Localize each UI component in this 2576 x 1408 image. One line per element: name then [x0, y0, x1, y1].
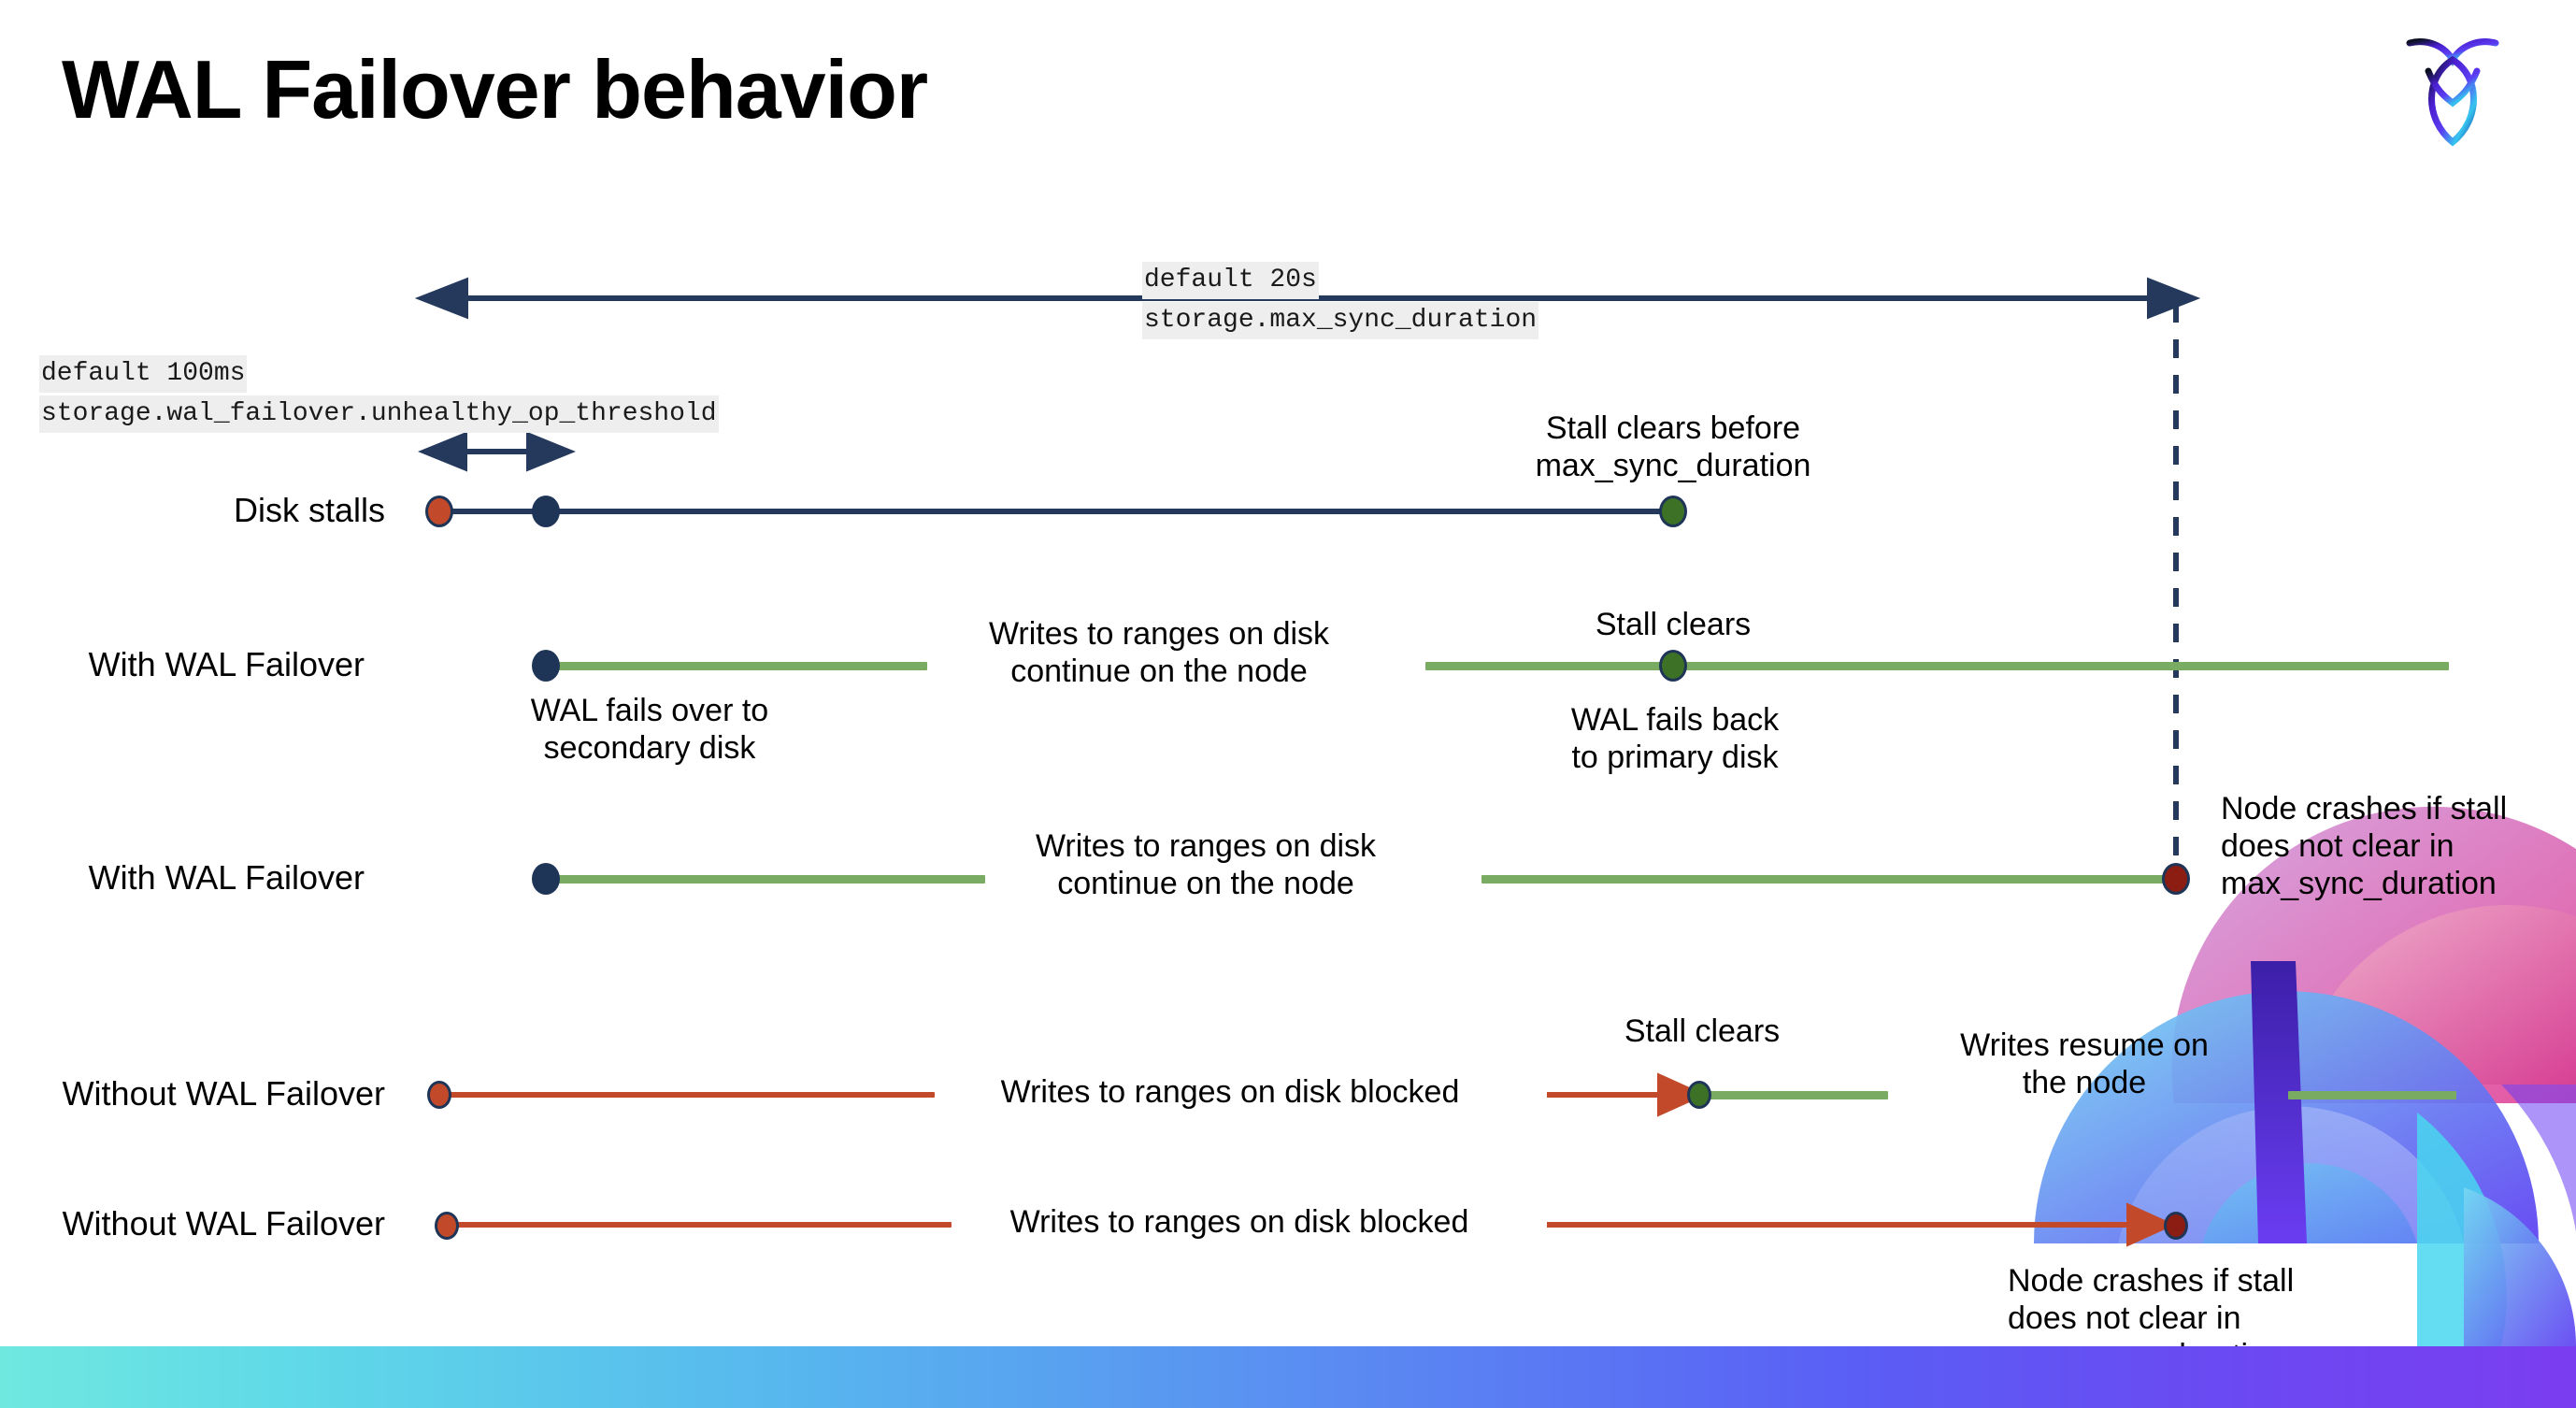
note-writes-blocked-row4: Writes to ranges on disk blocked [1000, 1074, 1460, 1110]
with-wal-failover-1-segment-right [1425, 662, 2449, 670]
disk-stalls-threshold-dot [532, 496, 560, 527]
note-wal-fails-back: WAL fails back to primary disk [1570, 702, 1780, 776]
note-writes-continue-row2: Writes to ranges on disk continue on the… [1035, 828, 1377, 902]
note-stall-clears-row1: Stall clears [1595, 607, 1752, 642]
note-writes-resume-row4: Writes resume on the node [1960, 1027, 2209, 1101]
unhealthy-op-threshold-setting-label: storage.wal_failover.unhealthy_op_thresh… [39, 395, 719, 433]
unhealthy-op-threshold-default-label: default 100ms [39, 355, 248, 393]
note-writes-continue-row1: Writes to ranges on disk continue on the… [988, 616, 1330, 690]
without-wal-failover-2-segment-blocked [447, 1222, 952, 1228]
page-title: WAL Failover behavior [62, 43, 928, 136]
note-stall-clears-row4: Stall clears [1624, 1013, 1781, 1049]
with-wal-failover-1-segment-left [546, 662, 927, 670]
with-wal-failover-1-clear-dot [1659, 650, 1687, 682]
without-wal-failover-1-segment-blocked [439, 1092, 935, 1098]
with-wal-failover-2-crash-dot [2162, 863, 2190, 895]
bottom-gradient-bar [0, 1346, 2576, 1408]
with-wal-failover-2-segment-left [546, 875, 985, 884]
disk-stalls-clear-dot [1659, 496, 1687, 527]
with-wal-failover-2-segment-right [1481, 875, 2173, 884]
row-label-disk-stalls: Disk stalls [233, 491, 385, 529]
note-stall-clears-before-max-sync: Stall clears before max_sync_duration [1535, 410, 1811, 484]
with-wal-failover-1-failover-dot [532, 650, 560, 682]
without-wal-failover-2-crash-dot [2164, 1212, 2188, 1240]
without-wal-failover-1-segment-resumed [1701, 1091, 1888, 1099]
disk-stalls-start-dot [425, 496, 453, 527]
note-wal-fails-over: WAL fails over to secondary disk [530, 693, 769, 767]
row-label-without-wal-failover-2: Without WAL Failover [62, 1204, 385, 1243]
row-label-with-wal-failover-2: With WAL Failover [88, 858, 365, 897]
row-label-without-wal-failover-1: Without WAL Failover [62, 1074, 385, 1113]
without-wal-failover-1-segment-resumed-far [2288, 1091, 2456, 1099]
without-wal-failover-1-start-dot [427, 1081, 451, 1109]
max-sync-duration-setting-label: storage.max_sync_duration [1142, 302, 1539, 339]
max-sync-duration-default-label: default 20s [1142, 262, 1319, 299]
without-wal-failover-1-clear-dot [1687, 1081, 1711, 1109]
note-node-crashes-row2: Node crashes if stall does not clear in … [2221, 791, 2508, 902]
note-writes-blocked-row5: Writes to ranges on disk blocked [1009, 1204, 1469, 1240]
cockroachdb-logo [2397, 19, 2509, 150]
without-wal-failover-2-start-dot [435, 1212, 459, 1240]
row-label-with-wal-failover-1: With WAL Failover [88, 645, 365, 683]
disk-stalls-timeline-segment [439, 509, 1673, 514]
with-wal-failover-2-failover-dot [532, 863, 560, 895]
